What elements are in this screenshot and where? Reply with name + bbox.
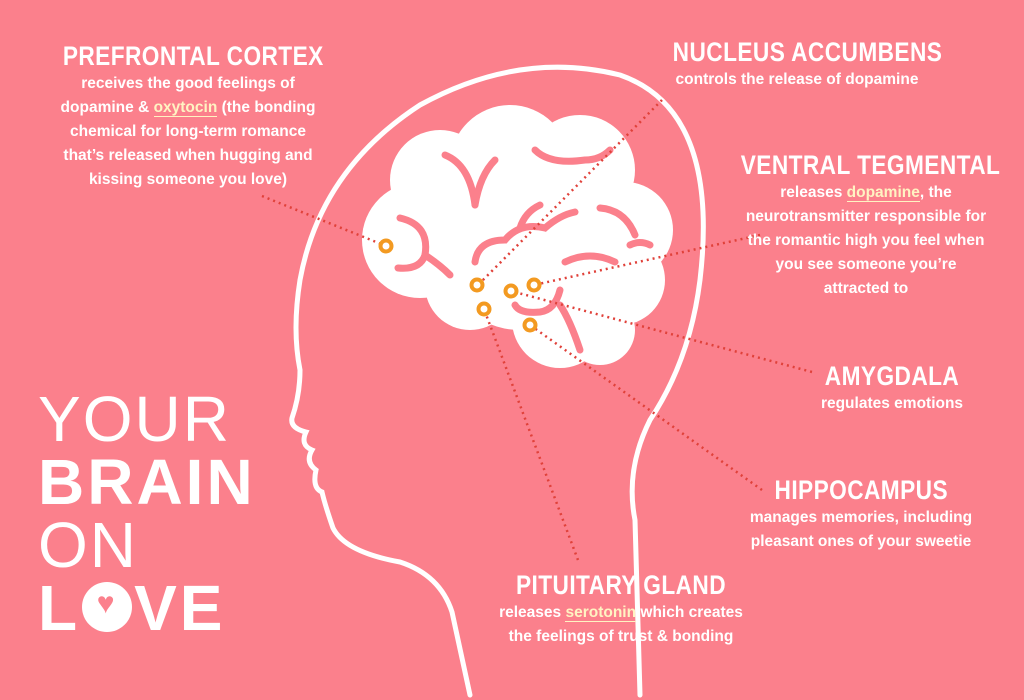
line: neurotransmitter responsible for <box>745 208 987 225</box>
heading: VENTRAL TEGMENTAL <box>740 150 1001 180</box>
line: controls the release of dopamine <box>675 71 919 88</box>
heading: AMYGDALA <box>824 361 960 391</box>
heading: PITUITARY GLAND <box>516 570 726 600</box>
description: manages memories, including pleasant one… <box>711 506 1011 554</box>
description: releases dopamine, the neurotransmitter … <box>716 181 1016 301</box>
line: chemical for long-term romance <box>69 123 306 140</box>
marker-ventral <box>526 277 542 293</box>
line: attracted to <box>823 280 909 297</box>
title-brain: BRAIN <box>38 446 256 518</box>
line: dopamine & oxytocin (the bonding <box>38 96 338 120</box>
marker-prefrontal <box>378 238 394 254</box>
line: manages memories, including <box>749 509 973 526</box>
text: dopamine & <box>60 99 154 116</box>
line: you see someone you’re <box>775 256 957 273</box>
connector-hippocampus <box>529 323 763 492</box>
brain <box>362 105 673 368</box>
text: , the <box>919 184 952 201</box>
marker-pituitary <box>476 301 492 317</box>
heading: PREFRONTAL CORTEX <box>62 41 324 71</box>
text: releases <box>499 604 566 621</box>
brain-folds <box>394 146 654 354</box>
line: the feelings of trust & bonding <box>508 628 734 645</box>
title-love: L♥VE <box>38 576 256 640</box>
head-outline <box>289 64 706 698</box>
highlight-serotonin: serotonin <box>565 604 637 622</box>
marker-nucleus <box>469 277 485 293</box>
description: receives the good feelings of dopamine &… <box>38 72 338 192</box>
line: releases serotonin which creates <box>471 601 771 625</box>
label-pituitary-gland: PITUITARY GLAND releases serotonin which… <box>471 569 771 649</box>
marker-amygdala <box>503 283 519 299</box>
connector-ventral <box>533 233 761 287</box>
title-your: YOUR <box>38 383 231 455</box>
description: controls the release of dopamine <box>647 68 947 92</box>
title-love-ve: VE <box>134 572 226 644</box>
label-hippocampus: HIPPOCAMPUS manages memories, including … <box>711 474 1011 554</box>
heart-icon: ♥ <box>96 587 118 620</box>
marker-hippocampus <box>522 317 538 333</box>
line: that’s released when hugging and <box>63 147 313 164</box>
connector-prefrontal <box>261 194 387 248</box>
connector-amygdala <box>510 289 813 374</box>
heart-o-icon: ♥ <box>82 582 133 632</box>
heading: NUCLEUS ACCUMBENS <box>672 37 943 67</box>
line: kissing someone you love) <box>88 171 288 188</box>
line: pleasant ones of your sweetie <box>750 533 972 550</box>
text: (the bonding <box>217 99 316 116</box>
line: releases dopamine, the <box>716 181 1016 205</box>
description: releases serotonin which creates the fee… <box>471 601 771 649</box>
label-prefrontal-cortex: PREFRONTAL CORTEX receives the good feel… <box>38 40 338 192</box>
text: releases <box>780 184 847 201</box>
label-ventral-tegmental: VENTRAL TEGMENTAL releases dopamine, the… <box>716 149 1016 301</box>
line: the romantic high you feel when <box>747 232 985 249</box>
title-love-l: L <box>38 572 81 644</box>
highlight-dopamine: dopamine <box>846 184 920 202</box>
text: which creates <box>636 604 743 621</box>
infographic-title: YOUR BRAIN ON L♥VE <box>38 383 256 640</box>
description: regulates emotions <box>792 392 992 416</box>
label-amygdala: AMYGDALA regulates emotions <box>792 360 992 416</box>
connector-nucleus <box>477 99 663 286</box>
label-nucleus-accumbens: NUCLEUS ACCUMBENS controls the release o… <box>647 36 947 92</box>
line: receives the good feelings of <box>81 75 295 92</box>
line: regulates emotions <box>820 395 964 412</box>
title-on: ON <box>38 509 138 581</box>
connector-lines <box>261 99 813 561</box>
heading: HIPPOCAMPUS <box>774 475 948 505</box>
connector-pituitary <box>482 308 580 561</box>
highlight-oxytocin: oxytocin <box>153 99 218 117</box>
region-markers <box>378 238 542 333</box>
